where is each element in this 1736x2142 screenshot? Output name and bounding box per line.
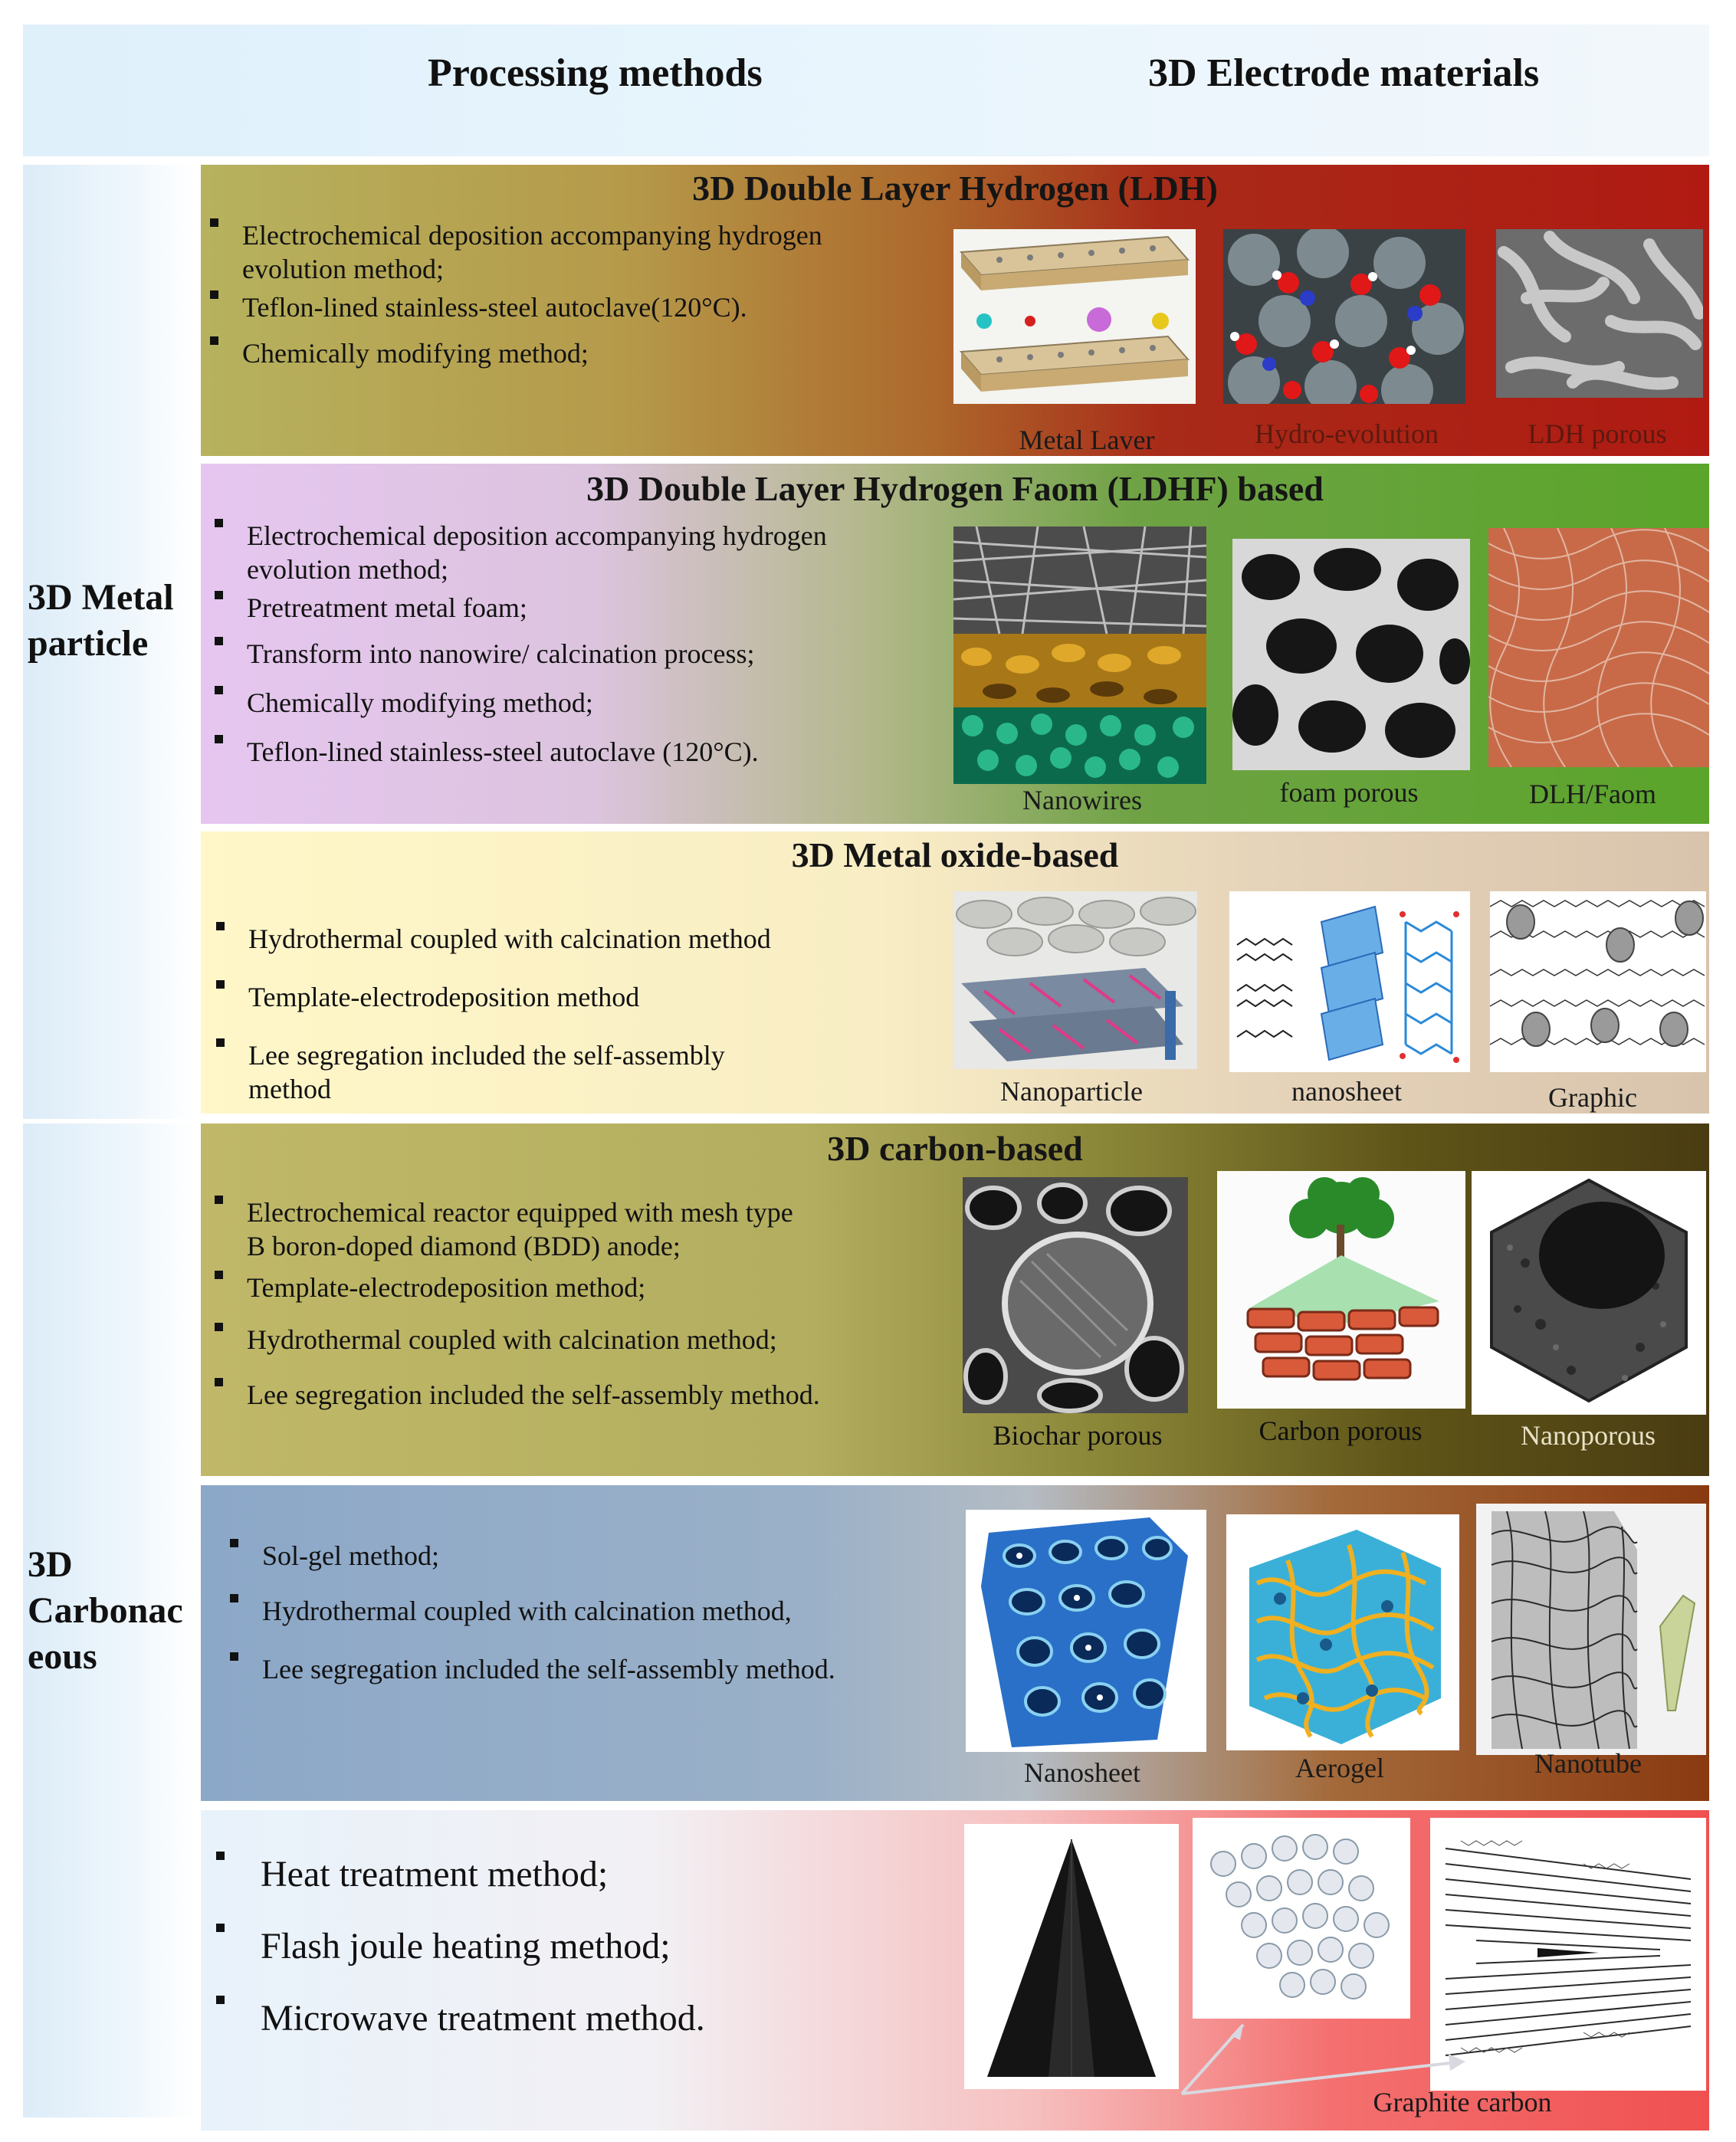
method-item: Lee segregation included the self-assemb… (230, 1652, 996, 1686)
electrode-materials-heading: 3D Electrode materials (1148, 51, 1540, 95)
aerogel-image (1226, 1514, 1459, 1750)
method-item: Chemically modifying method; (210, 336, 976, 370)
metal-layer-image (953, 229, 1196, 404)
method-item: Hydrothermal coupled with calcination me… (216, 922, 983, 956)
methods-list: Electrochemical reactor equipped with me… (215, 1196, 981, 1412)
method-item: Hydrothermal coupled with calcination me… (230, 1594, 996, 1628)
method-item: Microwave treatment method. (216, 1996, 952, 2042)
band-carbon-based: 3D carbon-based Electrochemical reactor … (201, 1123, 1709, 1476)
methods-list: Heat treatment method; Flash joule heati… (216, 1852, 952, 2042)
methods-list: Sol-gel method; Hydrothermal coupled wit… (230, 1539, 996, 1686)
dlh-foam-image (1488, 528, 1709, 767)
methods-list: Hydrothermal coupled with calcination me… (216, 922, 983, 1106)
band-graphite-carbon: Heat treatment method; Flash joule heati… (201, 1810, 1709, 2131)
band-title: 3D Metal oxide-based (791, 835, 1119, 874)
method-item: Transform into nanowire/ calcination pro… (215, 637, 981, 671)
method-item: Sol-gel method; (230, 1539, 996, 1573)
category-metal-particle: 3D Metal particle (28, 577, 174, 664)
image-caption: Nanoporous (1521, 1420, 1656, 1451)
image-caption: DLH/Faom (1529, 779, 1656, 809)
method-item: Electrochemical reactor equipped with me… (215, 1196, 981, 1263)
graphite-cone-image (964, 1824, 1179, 2089)
biochar-porous-image (963, 1177, 1188, 1413)
graphic-image (1490, 891, 1706, 1072)
method-item: Flash joule heating method; (216, 1924, 952, 1970)
category-sidebar (23, 165, 195, 2117)
processing-methods-heading: Processing methods (428, 51, 763, 95)
method-item: Template-electrodeposition method (216, 980, 983, 1014)
band-title: 3D Double Layer Hydrogen (LDH) (692, 169, 1218, 208)
graphite-layers-image (1430, 1818, 1706, 2091)
method-item: Lee segregation included the self-assemb… (215, 1378, 981, 1412)
band-carbonaceous-solgel: Sol-gel method; Hydrothermal coupled wit… (201, 1485, 1709, 1801)
nanotube-image (1476, 1504, 1706, 1755)
image-caption: foam porous (1279, 777, 1419, 808)
band-title: 3D Double Layer Hydrogen Faom (LDHF) bas… (586, 469, 1324, 508)
methods-list: Electrochemical deposition accompanying … (215, 519, 981, 769)
image-caption: Nanowires (1022, 785, 1142, 815)
foam-porous-image (1232, 539, 1470, 770)
image-caption: Graphic (1548, 1082, 1637, 1113)
method-item: Lee segregation included the self-assemb… (216, 1038, 983, 1106)
band-metal-oxide: 3D Metal oxide-based Hydrothermal couple… (201, 832, 1709, 1114)
band-title: 3D carbon-based (827, 1129, 1083, 1168)
nanosheet-image (1229, 891, 1470, 1072)
arrows-graphic (1180, 2023, 1465, 2095)
image-caption: Carbon porous (1259, 1415, 1423, 1446)
category-carbonaceous: 3D Carbonac eous (28, 1544, 183, 1677)
image-caption: Nanotube (1534, 1748, 1642, 1779)
method-item: Electrochemical deposition accompanying … (215, 519, 981, 586)
method-item: Chemically modifying method; (215, 686, 981, 720)
methods-list: Electrochemical deposition accompanying … (210, 218, 976, 370)
image-caption: Hydro-evolution (1255, 418, 1439, 449)
image-caption: Nanoparticle (1000, 1076, 1143, 1107)
method-item: Heat treatment method; (216, 1852, 952, 1898)
carbon-porous-image (1217, 1171, 1465, 1409)
image-caption: LDH porous (1528, 418, 1667, 449)
nanoporous-image (1472, 1171, 1706, 1415)
image-caption: Graphite carbon (1373, 2087, 1552, 2117)
band-ldhf: 3D Double Layer Hydrogen Faom (LDHF) bas… (201, 464, 1709, 824)
method-item: Pretreatment metal foam; (215, 591, 981, 625)
graphite-spheres-image (1193, 1818, 1410, 2019)
category-divider (23, 1119, 199, 1123)
method-item: Hydrothermal coupled with calcination me… (215, 1323, 981, 1356)
nanoparticle-image (953, 891, 1197, 1069)
method-item: Template-electrodeposition method; (215, 1271, 981, 1304)
method-item: Teflon-lined stainless-steel autoclave(1… (210, 290, 976, 324)
nanowires-image (953, 526, 1206, 784)
band-ldh: 3D Double Layer Hydrogen (LDH) Electroch… (201, 165, 1709, 456)
nanosheet-carbon-image (966, 1510, 1206, 1752)
method-item: Teflon-lined stainless-steel autoclave (… (215, 735, 981, 769)
image-caption: Aerogel (1295, 1753, 1384, 1783)
column-header-bar: Processing methods 3D Electrode material… (23, 25, 1709, 156)
image-caption: Metal Laver (1019, 425, 1155, 455)
image-caption: Nanosheet (1024, 1757, 1140, 1788)
method-item: Electrochemical deposition accompanying … (210, 218, 976, 286)
image-caption: nanosheet (1291, 1076, 1402, 1107)
image-caption: Biochar porous (993, 1420, 1163, 1451)
hydro-evolution-image (1223, 229, 1465, 404)
ldh-porous-image (1496, 229, 1703, 398)
